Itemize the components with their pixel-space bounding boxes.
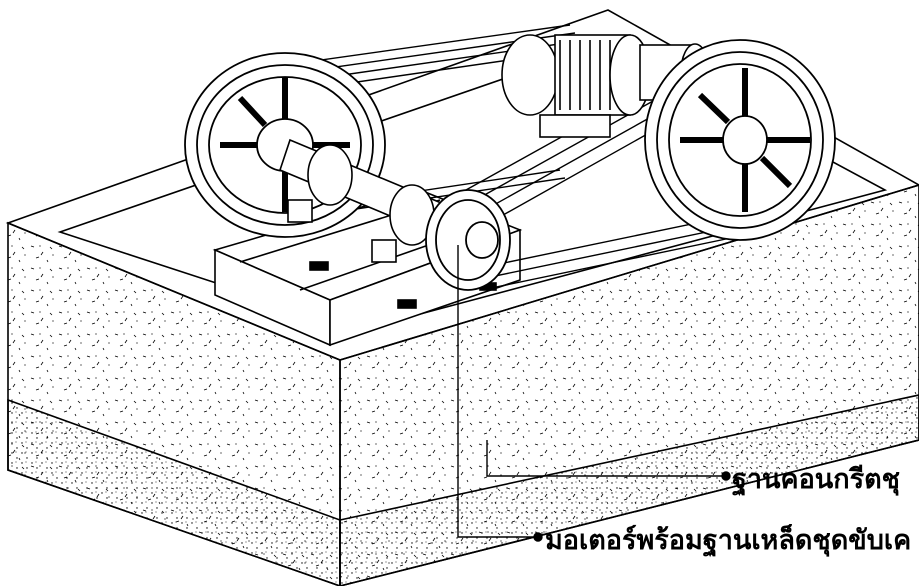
leader-lines [457,245,731,542]
small-pulley [425,189,511,291]
foundation-label: ฐานคอนกรีตชุ [732,464,900,495]
large-pulley-left [184,52,386,238]
motor-base-label: มอเตอร์พร้อมฐานเหล็ดชุดขับเค [545,525,912,556]
large-pulley-right [644,39,836,241]
